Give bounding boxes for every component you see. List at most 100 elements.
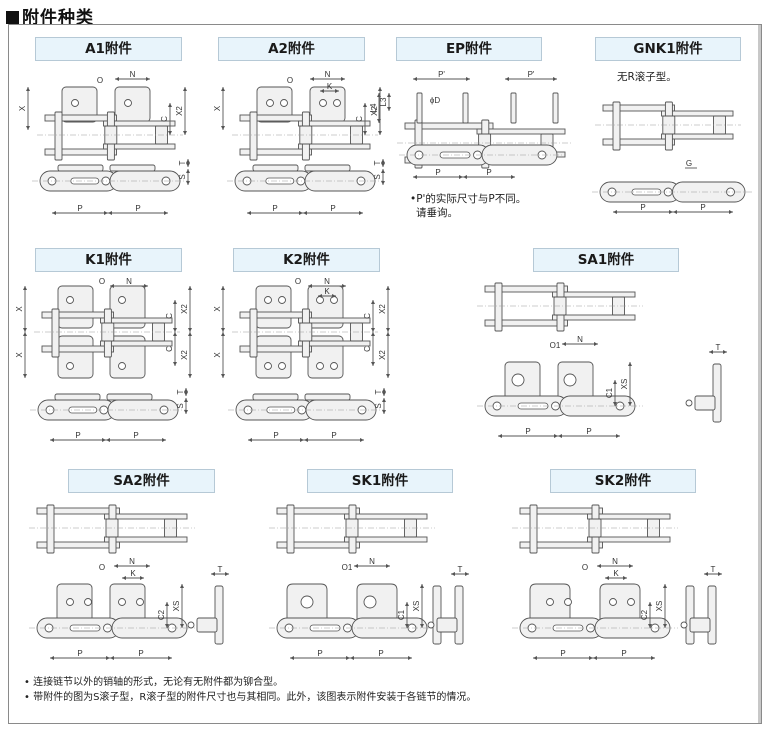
dim-P: P: [640, 203, 645, 212]
arrow-icon: [382, 398, 386, 414]
hole: [118, 362, 126, 370]
dim-N: N: [612, 557, 618, 566]
dim-O: O: [295, 277, 301, 286]
dim-P: P: [486, 168, 491, 177]
label-sa2: SA2附件: [68, 469, 215, 493]
outer-plate-top: [404, 122, 494, 130]
end-pin: [187, 621, 195, 629]
dim-XS: XS: [620, 379, 629, 390]
outer-plate-bottom: [276, 541, 360, 549]
hole: [66, 598, 74, 606]
dim-N: N: [324, 277, 330, 286]
dim-P: P: [75, 431, 80, 440]
dim-P: P: [435, 168, 440, 177]
dim-C: C: [355, 116, 364, 122]
hole: [333, 99, 341, 107]
dim-P-prime: P': [528, 70, 535, 79]
dim-T: T: [373, 160, 382, 165]
inner-plate-top: [100, 317, 173, 324]
hole: [363, 595, 377, 609]
outer-plate-bottom: [239, 148, 312, 156]
dim-P: P: [700, 203, 705, 212]
dim-X2: X2: [378, 350, 387, 360]
dim-X: X: [213, 105, 222, 111]
hole: [136, 598, 144, 606]
dim-K: K: [324, 287, 330, 296]
extended-pin: [416, 92, 423, 124]
hole: [66, 362, 74, 370]
end-roller: [689, 617, 711, 633]
pin: [46, 504, 55, 554]
outer-plate-top: [36, 507, 120, 515]
hole: [316, 362, 324, 370]
inner-plate-top: [552, 291, 636, 298]
arrow-icon: [597, 564, 633, 568]
arrow-icon: [115, 77, 150, 81]
attachment-tab: [256, 86, 293, 123]
label-k1: K1附件: [35, 248, 182, 272]
end-plate: [432, 585, 442, 645]
outer-plate-top: [41, 311, 114, 319]
dim-P: P: [378, 649, 383, 658]
pin: [494, 282, 503, 332]
dim-T: T: [458, 565, 463, 574]
inner-plate-bottom: [344, 536, 428, 543]
hole: [66, 296, 74, 304]
hole: [511, 373, 525, 387]
dim-N: N: [126, 277, 132, 286]
hole: [264, 362, 272, 370]
label-k2: K2附件: [233, 248, 380, 272]
dim-T: T: [711, 565, 716, 574]
hole: [124, 99, 132, 107]
hole: [280, 99, 288, 107]
panel-shadow: [758, 25, 761, 723]
arrow-icon: [354, 564, 390, 568]
end-pin: [680, 621, 688, 629]
attachment-tab-lower: [57, 335, 94, 379]
outer-plate-bottom: [41, 345, 114, 353]
arrow-icon: [709, 350, 727, 354]
ep-note-line-1: •P'的实际尺寸与P不同。: [410, 193, 527, 205]
section-title: 附件种类: [6, 3, 94, 28]
dim-X2: X2: [180, 304, 189, 314]
dim-P: P: [586, 427, 591, 436]
dim-P: P: [621, 649, 626, 658]
attachment-top: [252, 393, 299, 401]
dim-X2: X2: [180, 350, 189, 360]
attachment-tab: [114, 86, 151, 123]
attachment-tab-upper: [255, 285, 292, 329]
footer-note-2: • 带附件的图为S滚子型，R滚子型的附件尺寸也与其相同。此外，该图表示附件安装于…: [24, 691, 477, 703]
ep-note-line-2: 请垂询。: [416, 207, 458, 219]
inner-plate-top: [344, 513, 428, 520]
dim-phiD: ϕD: [430, 96, 440, 105]
dim-O: O: [99, 563, 105, 572]
end-plate: [685, 585, 695, 645]
dim-N: N: [577, 335, 583, 344]
arrow-icon: [186, 169, 190, 185]
label-a1: A1附件: [35, 37, 182, 61]
arrow-icon: [562, 342, 598, 346]
end-plate: [707, 585, 717, 645]
outer-plate-top: [239, 114, 312, 122]
hole: [84, 598, 92, 606]
dim-K: K: [130, 569, 136, 578]
dim-P: P: [331, 431, 336, 440]
inner-plate-bottom: [104, 536, 188, 543]
attachment-types-panel: [8, 24, 762, 724]
dim-X: X: [15, 306, 24, 312]
inner-plate-bottom: [103, 143, 176, 150]
arrow-icon: [184, 388, 188, 396]
end-plate: [454, 585, 464, 645]
dim-C: C1: [397, 609, 406, 620]
arrow-icon: [704, 572, 722, 576]
pin: [51, 308, 60, 358]
label-sk2: SK2附件: [550, 469, 696, 493]
dim-X2: X2: [370, 106, 379, 116]
dim-P: P: [330, 204, 335, 213]
dim-P: P: [77, 204, 82, 213]
